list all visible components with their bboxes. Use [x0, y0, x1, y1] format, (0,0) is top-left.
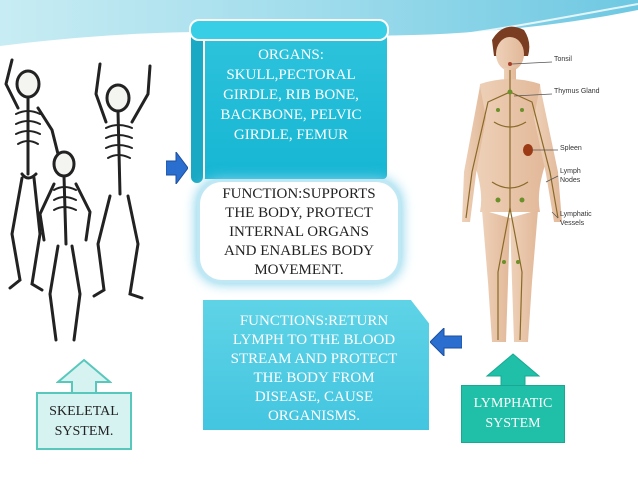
label-lymph: Lymph — [560, 168, 581, 175]
organs-line: BACKBONE, PELVIC — [220, 107, 362, 123]
functions2-line: DISEASE, CAUSE — [254, 389, 374, 405]
skeletal-system-label: SKELETAL SYSTEM. — [36, 392, 132, 450]
lymphatic-line1: LYMPHATIC — [473, 396, 553, 411]
label-vessels: Vessels — [560, 220, 585, 227]
label-spleen: Spleen — [560, 145, 582, 152]
up-arrow-skeletal-icon — [56, 358, 112, 394]
organs-line: ORGANS: — [258, 47, 324, 63]
right-arrow-icon — [166, 152, 188, 184]
skeletons-illustration — [0, 44, 165, 344]
organs-line: GIRDLE, FEMUR — [233, 127, 349, 143]
function-box: FUNCTION:SUPPORTS THE BODY, PROTECT INTE… — [200, 182, 398, 280]
function-line: THE BODY, PROTECT — [225, 205, 373, 221]
skeletal-line2: SYSTEM. — [54, 424, 114, 439]
skeletal-line1: SKELETAL — [49, 404, 119, 419]
lymphatic-system-label: LYMPHATIC SYSTEM — [461, 385, 565, 443]
lymphatic-functions-box: FUNCTIONS:RETURN LYMPH TO THE BLOOD STRE… — [203, 300, 429, 430]
left-arrow-icon — [430, 328, 462, 356]
up-arrow-lymphatic-icon — [485, 353, 541, 388]
functions2-line: STREAM AND PROTECT — [230, 351, 398, 367]
functions2-line: FUNCTIONS:RETURN — [239, 313, 389, 329]
function-line: FUNCTION:SUPPORTS — [222, 186, 376, 202]
organs-line: GIRDLE, RIB BONE, — [223, 87, 359, 103]
organs-line: SKULL,PECTORAL — [226, 67, 356, 83]
function-line: INTERNAL ORGANS — [229, 224, 369, 240]
scroll-curl-left — [189, 27, 205, 185]
functions2-line: LYMPH TO THE BLOOD — [232, 332, 396, 348]
scroll-curl-top — [189, 19, 389, 41]
label-thymus: Thymus Gland — [554, 88, 600, 95]
label-nodes: Nodes — [560, 177, 581, 184]
lymphatic-figure: Tonsil Thymus Gland Spleen Lymph Nodes L… — [458, 22, 633, 347]
label-lymphatic: Lymphatic — [560, 211, 592, 218]
function-line: AND ENABLES BODY — [224, 243, 374, 259]
lymphatic-line2: SYSTEM — [485, 416, 541, 431]
organs-box: ORGANS: SKULL,PECTORAL GIRDLE, RIB BONE,… — [189, 19, 389, 185]
functions2-line: ORGANISMS. — [267, 408, 361, 424]
functions2-line: THE BODY FROM — [253, 370, 375, 386]
label-tonsil: Tonsil — [554, 56, 572, 63]
function-line: MOVEMENT. — [254, 262, 344, 278]
